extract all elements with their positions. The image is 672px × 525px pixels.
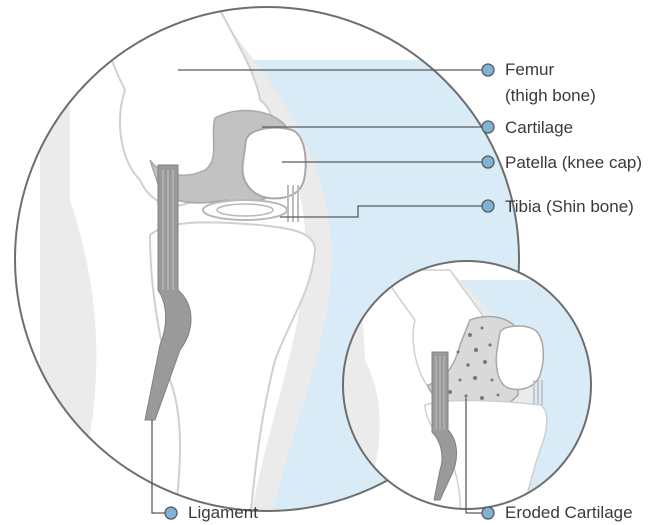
femur-marker-dot bbox=[482, 64, 494, 76]
ligament-marker-dot bbox=[165, 507, 177, 519]
femur-sublabel: (thigh bone) bbox=[505, 85, 596, 107]
cartilage-marker-dot bbox=[482, 121, 494, 133]
tibia-marker-dot bbox=[482, 200, 494, 212]
eroded-cartilage-label: Eroded Cartilage bbox=[505, 502, 633, 524]
femur-label: Femur bbox=[505, 59, 554, 81]
patella-marker-dot bbox=[482, 156, 494, 168]
patella-label: Patella (knee cap) bbox=[505, 152, 642, 174]
patella-bone bbox=[242, 128, 305, 199]
tibia-label: Tibia (Shin bone) bbox=[505, 196, 634, 218]
ligament-label: Ligament bbox=[188, 502, 258, 524]
eroded-cartilage-marker-dot bbox=[482, 507, 494, 519]
cartilage-label: Cartilage bbox=[505, 117, 573, 139]
eroded-patella bbox=[496, 326, 543, 389]
meniscus bbox=[203, 200, 287, 220]
